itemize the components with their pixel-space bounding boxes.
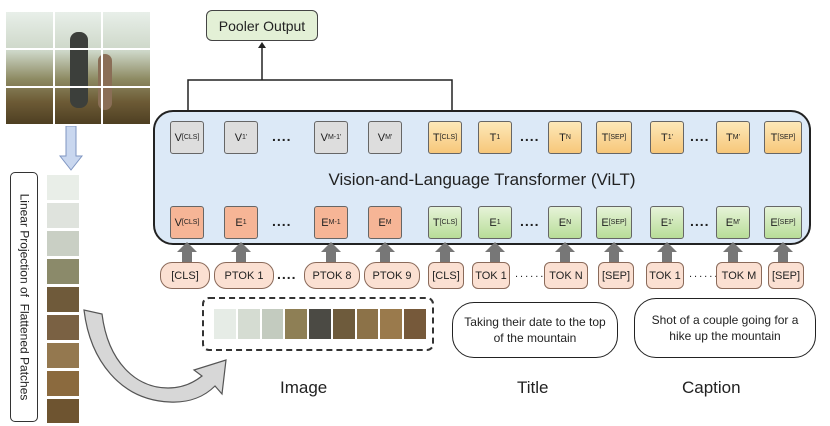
embedding-ellipsis: .... xyxy=(520,213,540,229)
output-token: T[SEP] xyxy=(764,121,802,154)
input-token: [SEP] xyxy=(598,262,634,289)
image-patch-strip xyxy=(202,297,434,351)
input-token: PTOK 9 xyxy=(364,262,420,289)
embedding-token: T[CLS] xyxy=(428,206,462,239)
pooler-output-box: Pooler Output xyxy=(206,10,318,41)
output-ellipsis: .... xyxy=(690,128,710,144)
input-ellipsis: ...... xyxy=(515,268,546,280)
vilt-title: Vision-and-Language Transformer (ViLT) xyxy=(328,170,636,189)
input-image xyxy=(6,12,150,124)
linear-projection-label: Linear Projection of Flattened Patches xyxy=(17,193,32,401)
pooler-output-label: Pooler Output xyxy=(218,17,306,34)
curved-arrow-icon xyxy=(83,309,227,403)
output-token: T[CLS] xyxy=(428,121,462,154)
up-arrows xyxy=(177,242,793,262)
input-token: [CLS] xyxy=(428,262,464,289)
embedding-token: E[SEP] xyxy=(764,206,802,239)
input-ellipsis: .... xyxy=(277,266,297,282)
image-label: Image xyxy=(280,378,328,397)
output-ellipsis: .... xyxy=(520,128,540,144)
embedding-ellipsis: .... xyxy=(690,213,710,229)
output-token: V[CLS] xyxy=(170,121,204,154)
input-token: TOK M xyxy=(716,262,762,289)
caption-bubble: Shot of a couple going for a hike up the… xyxy=(634,298,816,358)
pooler-connector xyxy=(187,42,453,110)
input-ellipsis: ...... xyxy=(689,268,720,280)
output-token: T[SEP] xyxy=(596,121,632,154)
title-label: Title xyxy=(517,378,549,397)
input-token: TOK N xyxy=(544,262,588,289)
input-token: PTOK 1 xyxy=(214,262,274,289)
input-token: [SEP] xyxy=(768,262,804,289)
input-token: TOK 1 xyxy=(646,262,684,289)
patch-strip xyxy=(46,174,80,424)
input-token: [CLS] xyxy=(160,262,210,289)
input-token: PTOK 8 xyxy=(304,262,360,289)
embedding-token: V[CLS] xyxy=(170,206,204,239)
caption-label: Caption xyxy=(682,378,741,397)
down-arrow-icon xyxy=(58,126,84,171)
embedding-ellipsis: .... xyxy=(272,213,292,229)
title-bubble: Taking their date to the top of the moun… xyxy=(452,302,618,358)
input-token: TOK 1 xyxy=(472,262,510,289)
embedding-token: E[SEP] xyxy=(596,206,632,239)
linear-projection-box: Linear Projection of Flattened Patches xyxy=(10,172,38,422)
output-ellipsis: .... xyxy=(272,128,292,144)
